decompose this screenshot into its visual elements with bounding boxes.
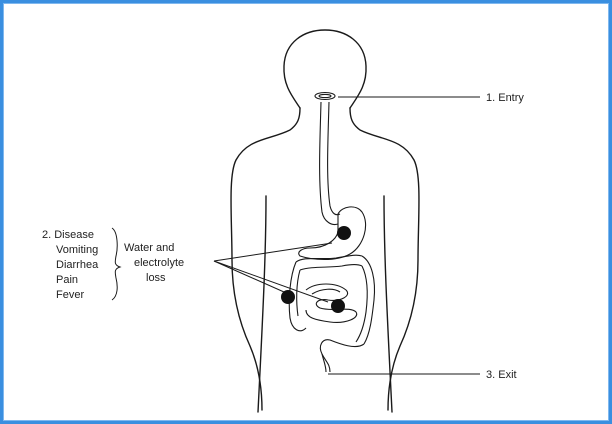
left-arm-inner (257, 195, 267, 413)
esophagus (319, 101, 339, 226)
symptom-pain: Pain (56, 274, 78, 286)
left-torso-outline (230, 107, 301, 411)
intestine-marker-dot (331, 299, 345, 313)
mouth-inner (318, 93, 332, 99)
loss-leader-colon (213, 260, 285, 293)
water-label-line3: loss (146, 272, 166, 284)
entry-label: 1. Entry (486, 92, 524, 104)
colon-marker-dot (281, 290, 295, 304)
mouth (314, 91, 336, 101)
ascending-colon-inner (296, 269, 301, 317)
esophagus-inner (327, 101, 341, 216)
sigmoid-colon (319, 339, 365, 373)
right-torso-outline (349, 107, 420, 411)
loss-leader-intestine (213, 260, 329, 303)
descending-colon (361, 255, 376, 345)
disease-label: 2. Disease (42, 229, 94, 241)
small-intestine (305, 283, 358, 323)
symptom-fever: Fever (56, 289, 84, 301)
descending-colon-inner (355, 265, 368, 343)
head-outline (283, 29, 367, 109)
digestive-tract (288, 91, 376, 373)
small-intestine-inner (311, 288, 341, 295)
right-arm-inner (383, 195, 393, 413)
water-label-line2: electrolyte (134, 257, 184, 269)
stomach (298, 206, 367, 261)
symptom-vomiting: Vomiting (56, 244, 98, 256)
ascending-colon (288, 261, 307, 332)
body-outline (230, 29, 420, 413)
exit-label: 3. Exit (486, 369, 517, 381)
loss-leader-stomach (213, 242, 333, 262)
rectum (321, 353, 327, 373)
transverse-colon (295, 254, 363, 263)
stomach-marker-dot (337, 226, 351, 240)
transverse-colon-lower (299, 263, 363, 271)
water-label-line1: Water and (124, 242, 174, 254)
symptom-diarrhea: Diarrhea (56, 259, 99, 271)
symptoms-brace (111, 227, 122, 301)
